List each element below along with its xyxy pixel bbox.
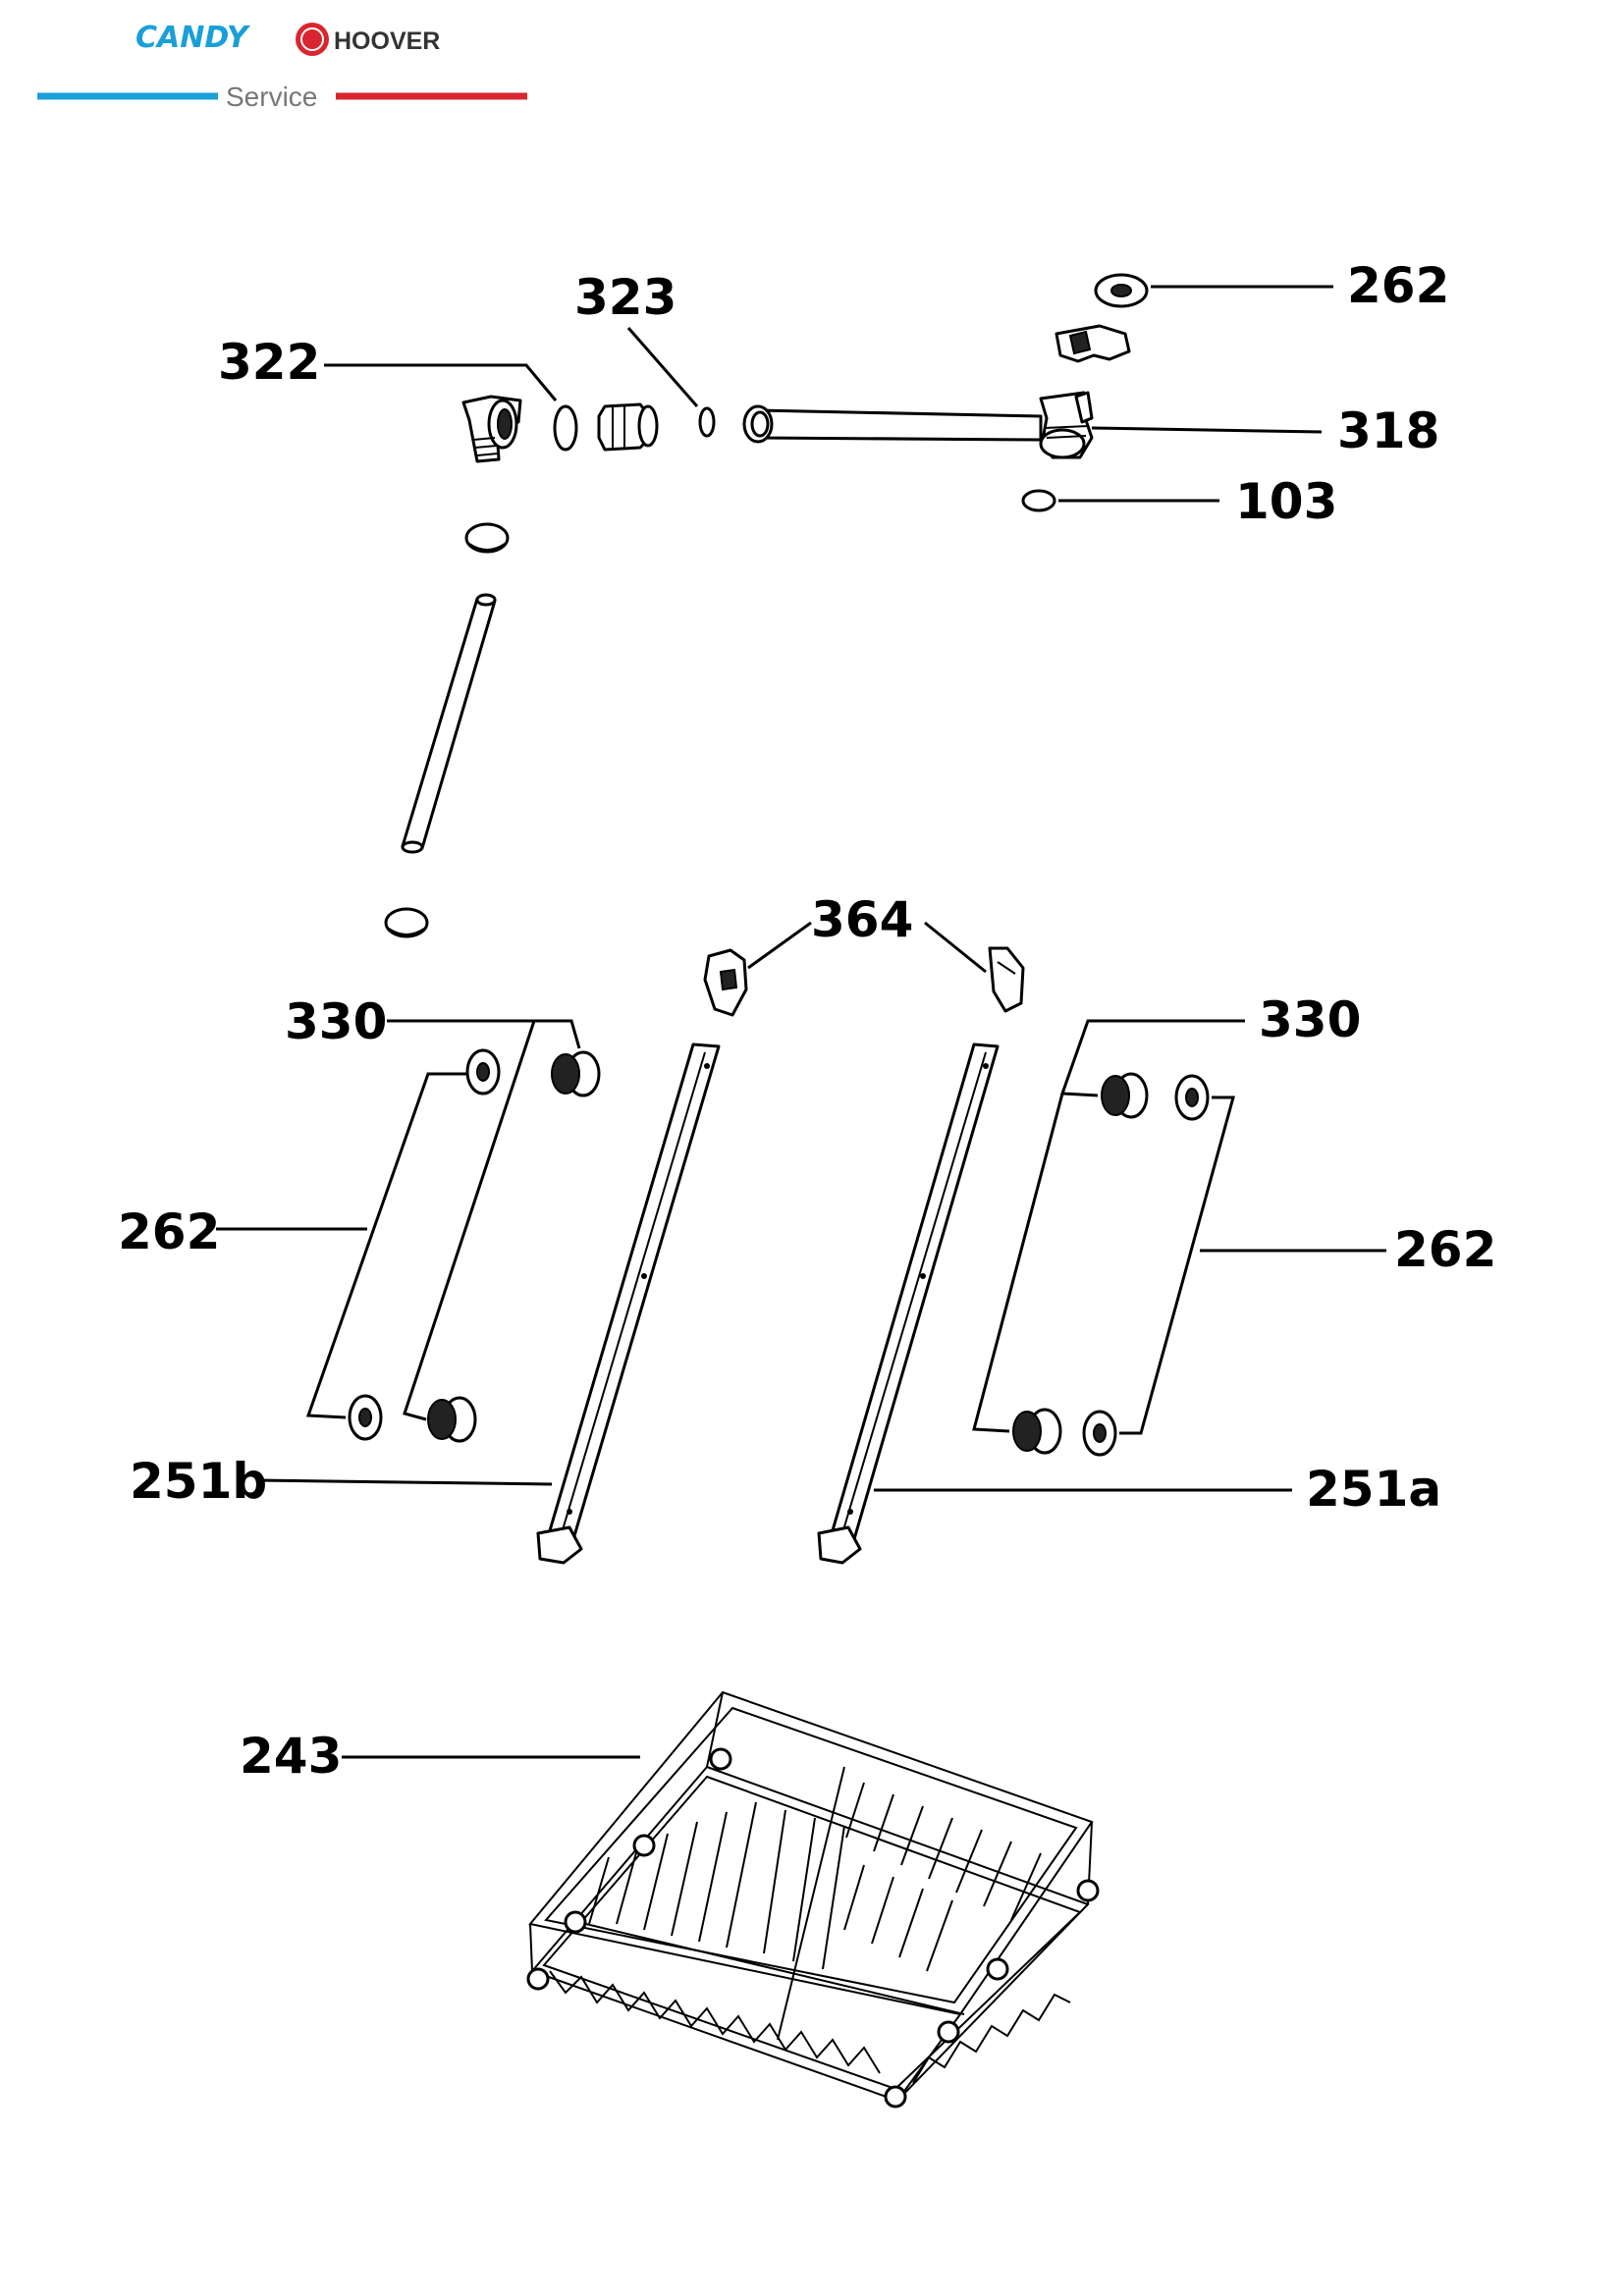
brand-logo: CANDY HOOVER Service (37, 21, 527, 112)
washer-262-top (1094, 273, 1149, 308)
callout-318: 318 (1337, 402, 1439, 459)
end-stop-364-left (703, 948, 748, 1017)
wheel-330-left-top (551, 1050, 601, 1097)
elbow-connector-322 (461, 395, 522, 463)
connector-318 (1039, 391, 1094, 459)
callout-330-left: 330 (285, 993, 387, 1050)
clip-bracket (1055, 324, 1131, 363)
wheel-330-right-bottom (1012, 1408, 1062, 1455)
nut-fitting (597, 402, 659, 452)
candy-logo-text: CANDY (135, 21, 251, 55)
callout-322: 322 (218, 334, 320, 391)
rail-251a (817, 1042, 1000, 1565)
callout-262-left: 262 (118, 1203, 220, 1260)
hoover-emblem-icon (296, 23, 329, 56)
wheel-330-right-top (1101, 1072, 1149, 1119)
wheel-330-left-bottom (427, 1396, 477, 1443)
callout-103: 103 (1235, 473, 1337, 530)
hoover-emblem-ring (300, 27, 324, 51)
callout-323: 323 (574, 269, 676, 326)
supply-pipe (742, 404, 1043, 444)
seal-ring-103 (1021, 489, 1056, 512)
seal-ring-322 (553, 404, 578, 452)
service-label: Service (226, 81, 317, 112)
o-ring-323 (698, 406, 716, 438)
hose-clamp-lower (384, 907, 429, 938)
end-stop-364-right (988, 946, 1025, 1013)
drain-hose (401, 593, 497, 854)
washer-262-left-top (465, 1048, 501, 1095)
callout-251b: 251b (130, 1453, 267, 1510)
hose-clamp-upper (464, 522, 510, 554)
callout-330-right: 330 (1259, 991, 1361, 1048)
callout-262-right: 262 (1394, 1221, 1496, 1278)
washer-262-right-top (1174, 1074, 1210, 1121)
leader-lines (216, 285, 1386, 1759)
callout-262-top: 262 (1347, 257, 1449, 314)
hoover-logo-text: HOOVER (334, 27, 440, 55)
callout-243: 243 (240, 1728, 342, 1785)
washer-262-left-bottom (348, 1394, 383, 1441)
rail-251b (536, 1042, 721, 1565)
callout-251a: 251a (1306, 1461, 1441, 1518)
washer-262-right-bottom (1082, 1410, 1117, 1457)
callout-364: 364 (811, 891, 913, 948)
basket-243 (526, 1690, 1100, 2109)
